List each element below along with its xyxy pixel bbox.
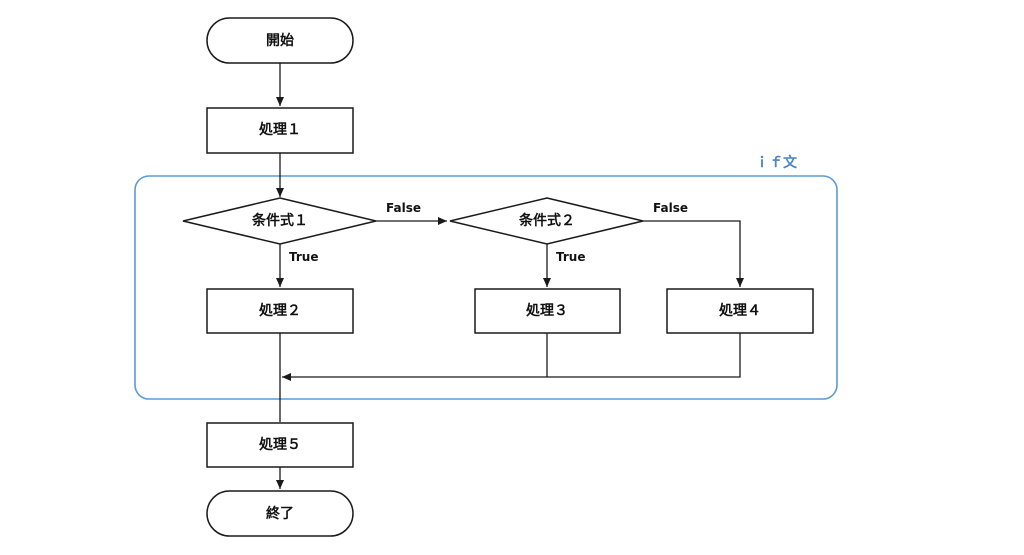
process4-label: 処理４ <box>718 302 761 319</box>
start-terminal-label: 開始 <box>266 32 294 49</box>
edge-process4-merge <box>282 333 741 381</box>
cond1-false-label: False <box>386 201 421 215</box>
edge-cond2-process4 <box>643 220 744 287</box>
cond1-true-label: True <box>289 250 318 264</box>
start-terminal <box>206 17 354 64</box>
cond1-label: 条件式１ <box>251 212 308 229</box>
cond1-diamond <box>182 197 377 245</box>
process2-label: 処理２ <box>258 302 301 319</box>
cond2-true-label: True <box>556 250 585 264</box>
process5-label: 処理５ <box>258 436 301 453</box>
cond2-diamond <box>449 197 644 245</box>
if-group-label: ｉｆ文 <box>755 154 798 171</box>
process1-box <box>206 107 354 154</box>
end-terminal <box>206 490 354 537</box>
process2-box <box>206 288 354 334</box>
process3-box <box>474 288 621 334</box>
process5-box <box>206 422 354 468</box>
if-group-box <box>134 175 838 400</box>
process1-label: 処理１ <box>258 121 301 138</box>
process4-box <box>666 288 814 334</box>
cond2-label: 条件式２ <box>518 212 575 229</box>
process3-label: 処理３ <box>525 302 568 319</box>
connectors <box>276 63 744 489</box>
end-terminal-label: 終了 <box>266 505 294 522</box>
cond2-false-label: False <box>653 201 688 215</box>
